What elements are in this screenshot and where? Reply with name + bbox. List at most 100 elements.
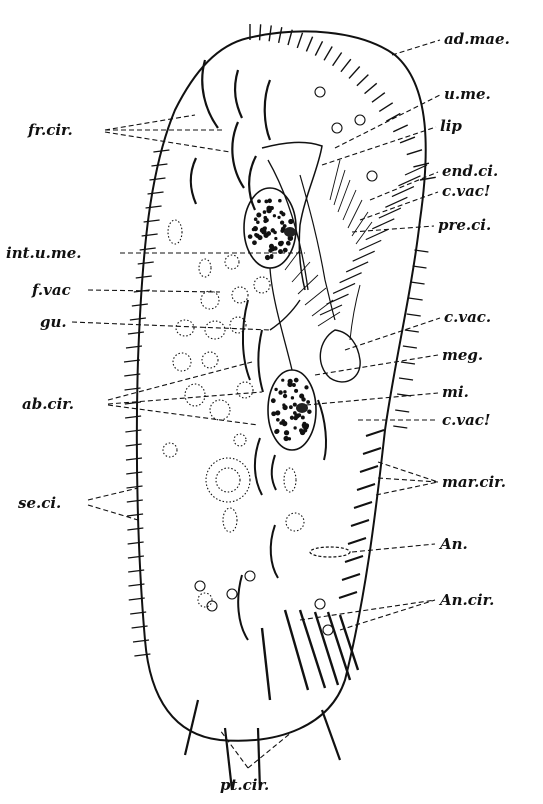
labels: ad.mae. u.me. lip end.ci. c.vac! pre.ci.… [6,30,510,794]
granule [264,199,268,203]
granule [266,231,271,236]
seta-cilium [409,298,423,300]
granule [280,241,284,245]
granule [290,416,294,420]
granule [306,400,310,404]
seta-cilium [399,378,413,380]
granule [262,227,266,231]
membranelle [353,251,375,261]
seta-cilium [126,444,142,446]
granule [297,413,301,417]
membranelle [365,83,377,93]
leader-gu [72,322,270,330]
food-vacuole [173,353,191,371]
granule [256,221,260,225]
label-c-vac: c.vac. [444,308,491,326]
abdominal-cirrus [271,525,278,578]
food-vacuole [198,593,212,607]
membranelle [385,197,407,207]
frontal-cirri [191,60,270,210]
label-fr-cir: fr.cir. [27,121,73,139]
granule [273,231,277,235]
seta-cilium [140,248,156,250]
food-vacuole [210,400,230,420]
food-vacuole [237,382,253,398]
label-end-ci: end.ci. [442,162,498,180]
label-an-cir: An.cir. [438,591,494,609]
granule [274,237,277,240]
granule [299,428,303,432]
caudal-cirrus [185,700,198,755]
granule [252,240,257,245]
seta-cilium [127,514,143,516]
anal-cirrus [262,628,270,700]
leader-end-ci [370,172,438,200]
seta-cilium [151,164,167,166]
granule [288,219,293,224]
membranelle [297,33,302,48]
food-vacuole [286,513,304,531]
seta-cilium [130,318,146,320]
granule [282,403,285,406]
inner-undulating-membrane [300,175,335,320]
seta-cilium [403,346,417,348]
seta-cilium [405,330,419,332]
granule [248,234,253,239]
seta-cilium [126,472,142,474]
granule [288,379,293,384]
granule [291,396,294,399]
seta-cilium [128,332,144,334]
granule [280,220,284,224]
ring-body [367,171,377,181]
caudal-cirrus [322,710,340,760]
seta-cilium [149,178,165,180]
granule [307,409,311,413]
membranelle [379,208,401,218]
food-vacuole [202,352,218,368]
seta-cilium [128,556,144,558]
food-vacuole [168,220,182,244]
food-vacuole [176,320,194,336]
granule [255,233,259,237]
gullet [270,300,300,330]
ring-body [227,589,237,599]
label-meg: meg. [442,346,483,364]
granule [256,212,261,217]
macronucleus [244,188,316,450]
granule [293,411,297,415]
seta-cilium [401,362,415,364]
cell-body [124,31,428,740]
membranelle [372,93,385,103]
seta-cilium [136,276,152,278]
food-vacuole [163,443,177,457]
label-f-vac: f.vac [31,281,71,299]
seta-cilium [127,528,143,530]
membranelle [324,47,332,61]
marginal-cirrus [363,448,381,454]
contractile-vacuole-canal [350,285,360,340]
seta-cilium [407,314,421,316]
granule [279,421,283,425]
marginal-cirrus [351,520,369,526]
seta-cilium [393,426,407,428]
membranelle [260,24,261,40]
leader-fr-cir-3 [105,132,230,152]
granule [263,210,267,214]
abdominal-cirrus [318,400,326,460]
membranelle [359,240,381,250]
leader-f-vac [88,290,220,292]
membranelle [372,219,394,229]
contractile-vacuole-body [320,330,360,382]
granule [271,398,276,403]
membranelle [386,114,400,122]
seta-cilium [144,220,160,222]
seta-cilium [133,640,149,642]
food-vacuole [205,321,225,339]
abdominal-cirrus [238,575,248,640]
granule [281,212,285,216]
granule [288,437,291,440]
granule [284,430,289,435]
leader-an-cir-1 [300,600,435,620]
seta-cilium [395,410,409,412]
marginal-cirrus [354,502,372,508]
